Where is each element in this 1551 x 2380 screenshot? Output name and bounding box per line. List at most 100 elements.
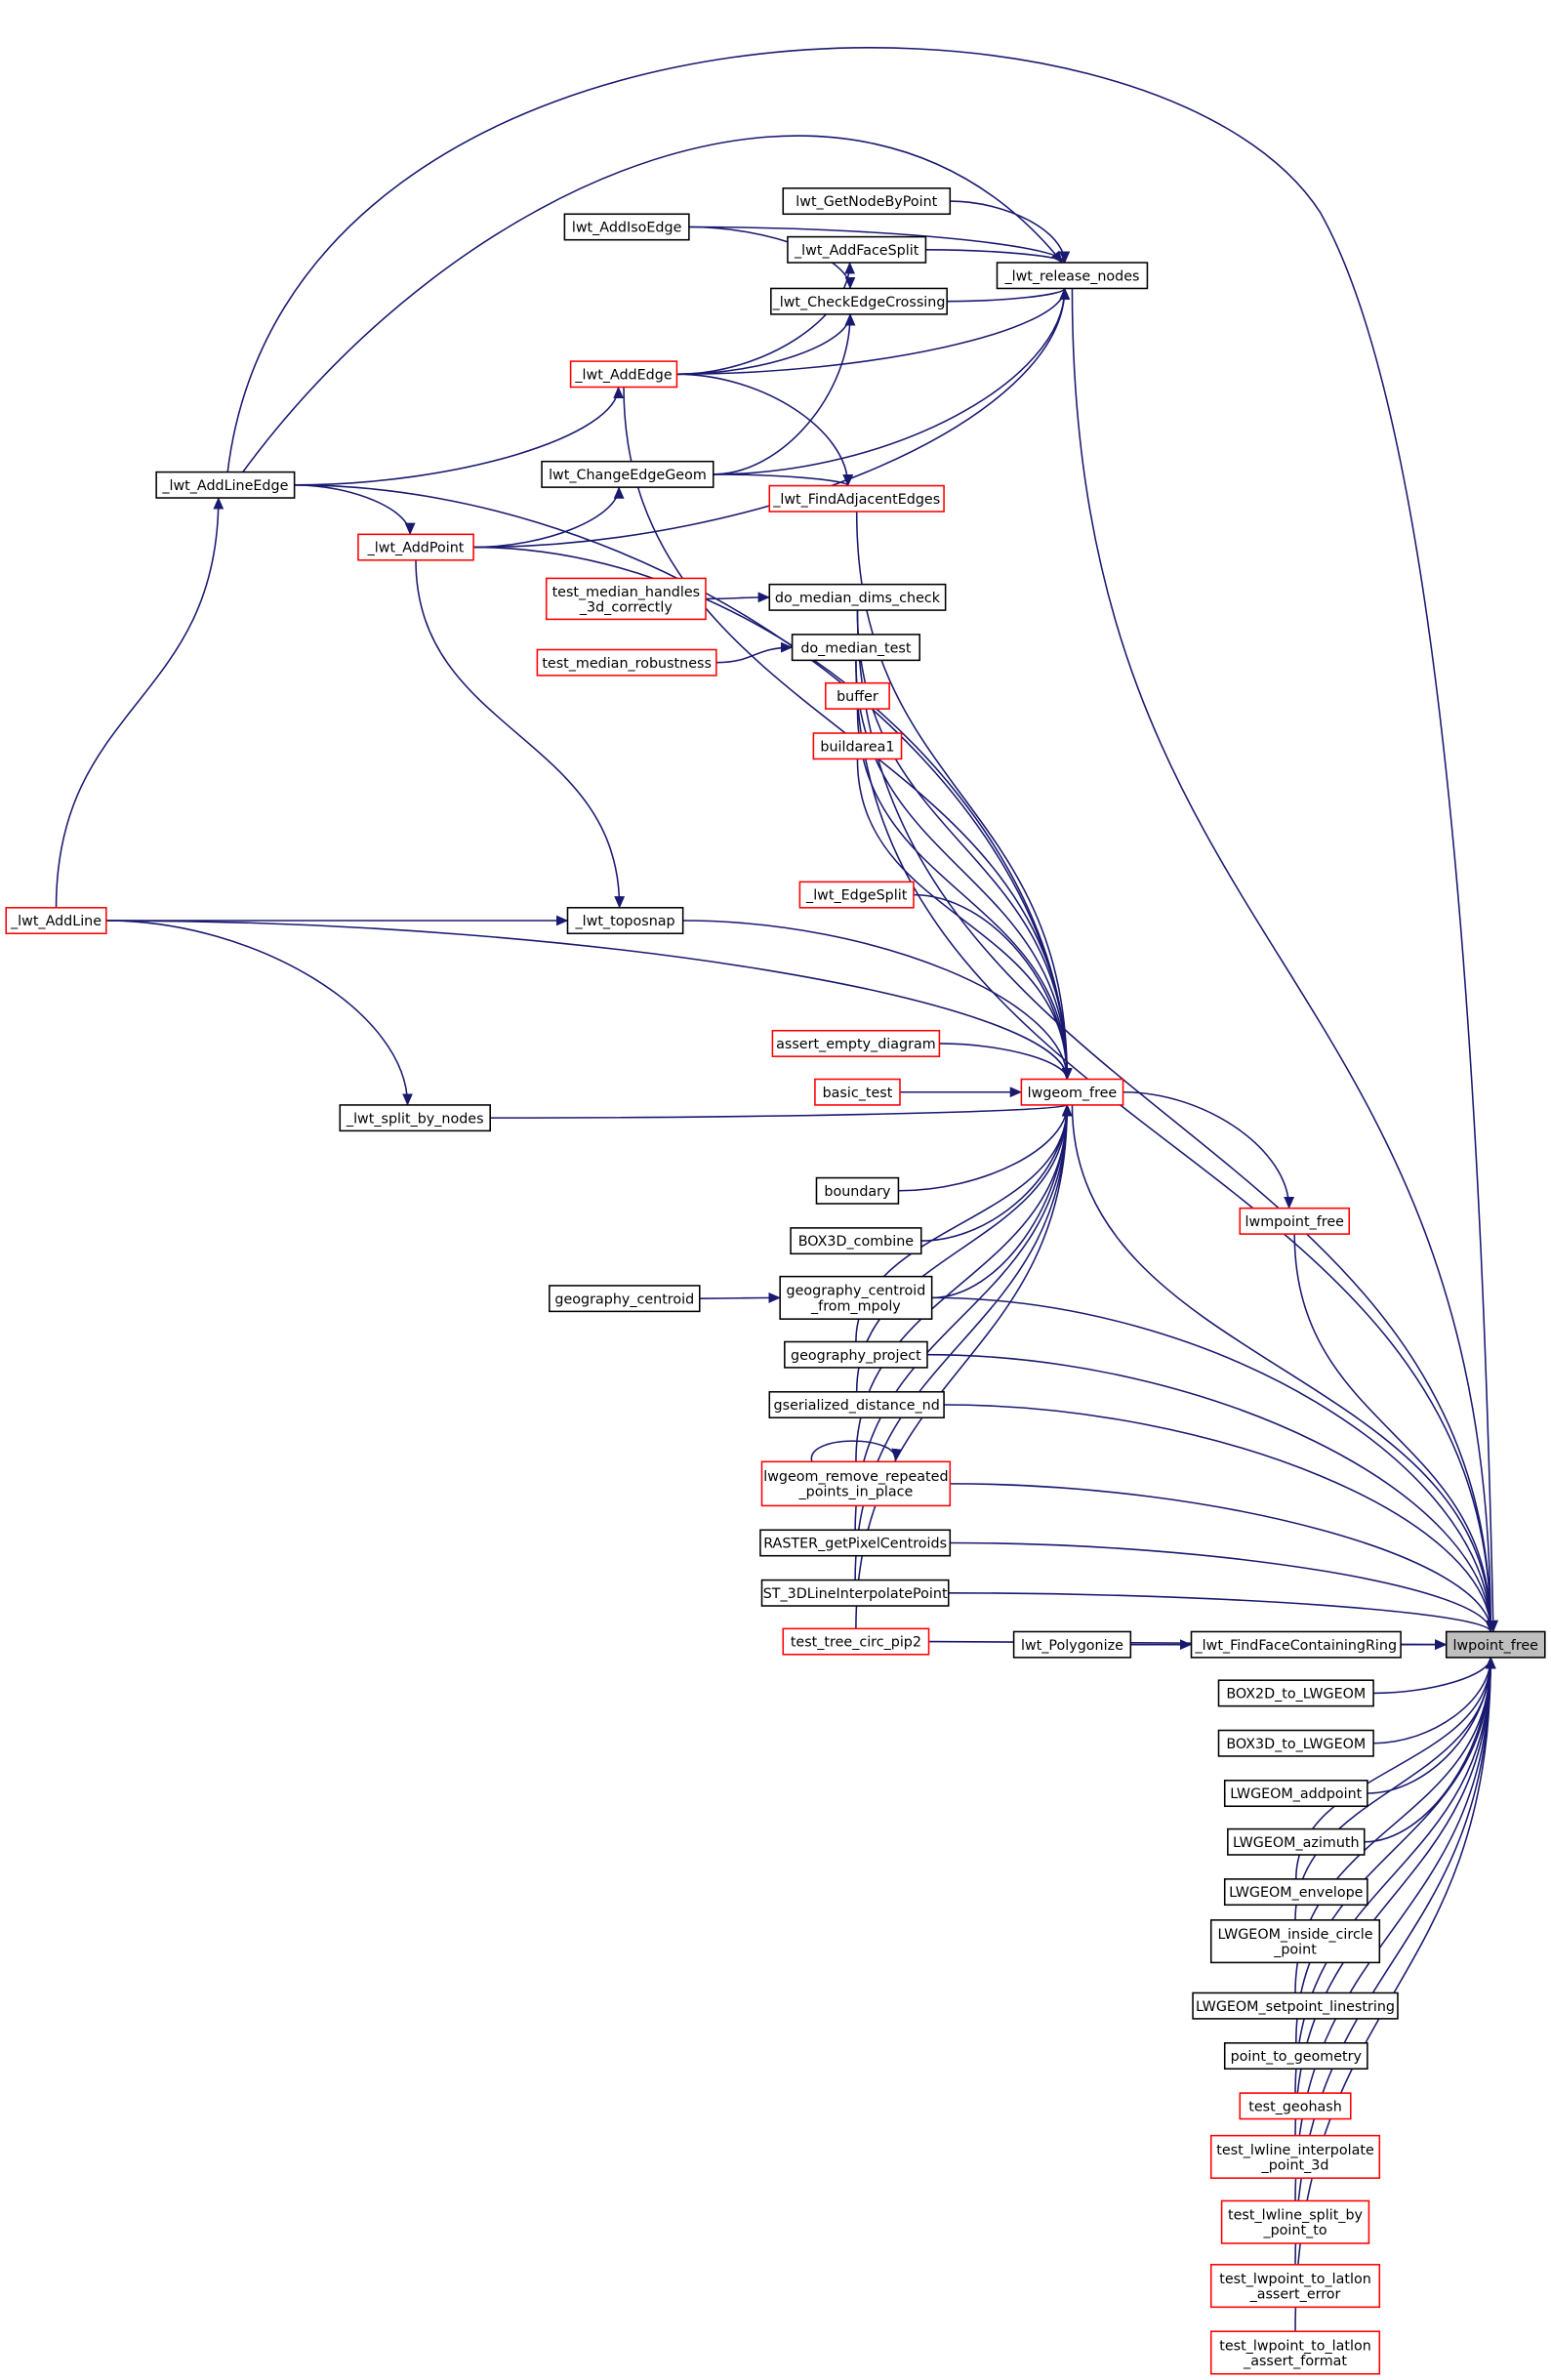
- node-boundary[interactable]: boundary: [815, 1176, 900, 1205]
- node-box3d-to-lwgeom[interactable]: BOX3D_to_LWGEOM: [1217, 1729, 1374, 1757]
- node-do-median-test[interactable]: do_median_test: [791, 634, 920, 662]
- edge-buffer-to-lwgeom-free: [856, 709, 1073, 1081]
- node-label: LWGEOM_inside_circle: [1217, 1927, 1372, 1943]
- node-lwt-polygonize[interactable]: lwt_Polygonize: [1012, 1630, 1132, 1659]
- node-label: _point_to: [1262, 2223, 1327, 2238]
- node-box: [1217, 1729, 1374, 1757]
- node-lwgeom-addpoint[interactable]: LWGEOM_addpoint: [1223, 1780, 1368, 1808]
- node-test-lwpoint-to-latlon-assert-format[interactable]: test_lwpoint_to_latlon_assert_format: [1209, 2330, 1381, 2375]
- edge-lwgeom-free-to-lwpoint-free: [1071, 1104, 1496, 1633]
- node-lwt-release-nodes[interactable]: _lwt_release_nodes: [996, 262, 1149, 290]
- node-label: lwt_AddIsoEdge: [572, 221, 682, 236]
- node-lwpoint-free[interactable]: lwpoint_free: [1445, 1630, 1546, 1659]
- edge-lwt-addline-to-lwt-split-by-nodes: [105, 920, 413, 1106]
- node-st-3dlineinterpolatepoint[interactable]: ST_3DLineInterpolatePoint: [760, 1579, 950, 1607]
- node-lwgeom-setpoint-linestring[interactable]: LWGEOM_setpoint_linestring: [1192, 1991, 1399, 2020]
- node-lwgeom-azimuth[interactable]: LWGEOM_azimuth: [1227, 1827, 1366, 1856]
- node-test-geohash[interactable]: test_geohash: [1239, 2092, 1352, 2120]
- node-box: [787, 235, 927, 264]
- edge-do-median-dims-check-to-lwpoint-free: [856, 610, 1496, 1633]
- node-buffer[interactable]: buffer: [825, 681, 890, 710]
- node-basic-test[interactable]: basic_test: [814, 1078, 901, 1106]
- node-lwgeom-free[interactable]: lwgeom_free: [1020, 1078, 1124, 1106]
- node-box: [791, 634, 920, 662]
- node-test-lwline-interpolate-point-3d[interactable]: test_lwline_interpolate_point_3d: [1209, 2134, 1381, 2179]
- node-label: lwmpoint_free: [1245, 1214, 1345, 1230]
- node-test-median-robustness[interactable]: test_median_robustness: [536, 648, 717, 677]
- node-lwt-addedge[interactable]: _lwt_AddEdge: [569, 360, 678, 389]
- edge-lwt-addedge-to-lwt-checkedgecrossing: [676, 313, 856, 376]
- node-assert-empty-diagram[interactable]: assert_empty_diagram: [771, 1029, 941, 1057]
- node-lwt-split-by-nodes[interactable]: _lwt_split_by_nodes: [339, 1104, 491, 1132]
- node-test-tree-circ-pip2[interactable]: test_tree_circ_pip2: [782, 1627, 930, 1656]
- node-lwt-addline[interactable]: _lwt_AddLine: [5, 907, 107, 935]
- node-label: _lwt_release_nodes: [1003, 268, 1139, 284]
- node-box: [798, 881, 915, 909]
- node-test-lwline-split-by-point-to[interactable]: test_lwline_split_by_point_to: [1220, 2199, 1370, 2244]
- node-label: _lwt_FindFaceContainingRing: [1195, 1638, 1398, 1654]
- node-box: [1209, 1919, 1381, 1964]
- node-label: geography_centroid: [554, 1292, 694, 1307]
- node-lwt-getnodebypoint[interactable]: lwt_GetNodeByPoint: [782, 187, 952, 216]
- node-box: [768, 1391, 945, 1418]
- node-lwt-toposnap[interactable]: _lwt_toposnap: [566, 907, 684, 935]
- edge-box2d-to-lwgeom-to-lwpoint-free: [1373, 1657, 1496, 1695]
- node-label: BOX2D_to_LWGEOM: [1226, 1687, 1366, 1703]
- node-raster-getpixelcentroids[interactable]: RASTER_getPixelCentroids: [759, 1529, 952, 1557]
- node-label: _point: [1273, 1943, 1317, 1958]
- edge-lwmpoint-free-to-lwpoint-free: [1293, 1234, 1496, 1633]
- node-lwt-addlineedge[interactable]: _lwt_AddLineEdge: [155, 471, 296, 499]
- node-geography-project[interactable]: geography_project: [784, 1340, 928, 1369]
- node-test-median-handles-3d-correctly[interactable]: test_median_handles_3d_correctly: [545, 577, 707, 621]
- node-lwgeom-envelope[interactable]: LWGEOM_envelope: [1223, 1878, 1368, 1907]
- node-lwgeom-inside-circle-point[interactable]: LWGEOM_inside_circle_point: [1209, 1919, 1381, 1964]
- node-test-lwpoint-to-latlon-assert-error[interactable]: test_lwpoint_to_latlon_assert_error: [1209, 2264, 1381, 2309]
- edge-lwt-addpoint-to-lwt-changeedgegeom: [473, 486, 625, 549]
- node-label: _lwt_toposnap: [575, 914, 675, 929]
- node-label: RASTER_getPixelCentroids: [763, 1537, 947, 1552]
- node-gserialized-distance-nd[interactable]: gserialized_distance_nd: [768, 1391, 945, 1418]
- node-geography-centroid[interactable]: geography_centroid: [549, 1285, 701, 1313]
- node-point-to-geometry[interactable]: point_to_geometry: [1223, 2042, 1368, 2071]
- node-box2d-to-lwgeom[interactable]: BOX2D_to_LWGEOM: [1217, 1679, 1374, 1707]
- node-buildarea1[interactable]: buildarea1: [812, 732, 903, 760]
- node-box: [1190, 1630, 1402, 1659]
- node-label: lwt_ChangeEdgeGeom: [549, 468, 707, 483]
- node-label: buffer: [837, 689, 878, 705]
- edge-lwt-addpoint-to-lwt-release-nodes: [473, 287, 1071, 549]
- edge-lwt-changeedgegeom-to-lwt-release-nodes: [713, 287, 1071, 475]
- node-label: geography_project: [791, 1348, 921, 1364]
- node-label: LWGEOM_envelope: [1229, 1885, 1364, 1901]
- node-box: [339, 1104, 491, 1132]
- node-lwt-checkedgecrossing[interactable]: _lwt_CheckEdgeCrossing: [770, 287, 948, 315]
- node-lwt-findfacecontainingring[interactable]: _lwt_FindFaceContainingRing: [1190, 1630, 1402, 1659]
- node-box3d-combine[interactable]: BOX3D_combine: [790, 1227, 922, 1255]
- nodes-layer: lwt_GetNodeByPoint lwt_AddIsoEdge _lwt_Add…: [5, 187, 1546, 2375]
- node-lwmpoint-free[interactable]: lwmpoint_free: [1239, 1207, 1350, 1235]
- node-do-median-dims-check[interactable]: do_median_dims_check: [768, 583, 947, 611]
- node-lwt-edgesplit[interactable]: _lwt_EdgeSplit: [798, 881, 915, 909]
- edge-lwt-edgesplit-to-lwgeom-free: [913, 893, 1073, 1081]
- node-lwt-changeedgegeom[interactable]: lwt_ChangeEdgeGeom: [541, 460, 714, 488]
- edge-lwgeom-inside-circle-point-to-lwpoint-free: [1294, 1657, 1496, 1920]
- node-label: _lwt_AddFaceSplit: [794, 243, 919, 259]
- node-lwgeom-remove-repeated-points-in-place[interactable]: lwgeom_remove_repeated_points_in_place: [760, 1460, 952, 1507]
- edge-lwgeom-free-to-lwmpoint-free: [1122, 1090, 1295, 1210]
- node-box: [1209, 2134, 1381, 2179]
- node-label: _assert_format: [1243, 2354, 1347, 2369]
- node-box: [782, 187, 952, 216]
- edge-do-median-dims-check-to-lwgeom-free: [856, 610, 1073, 1081]
- node-box: [569, 360, 678, 389]
- node-box: [155, 471, 296, 499]
- node-box: [1223, 1780, 1368, 1808]
- node-lwt-findadjacentedges[interactable]: _lwt_FindAdjacentEdges: [768, 484, 945, 513]
- node-geography-centroid-from-mpoly[interactable]: geography_centroid_from_mpoly: [779, 1275, 933, 1320]
- edge-lwt-addedge-to-lwt-findadjacentedges: [676, 373, 854, 487]
- node-lwt-addfacesplit[interactable]: _lwt_AddFaceSplit: [787, 235, 927, 264]
- edge-lwt-addlineedge-to-lwt-addpoint: [294, 484, 416, 536]
- edge-lwt-addline-to-lwt-addlineedge: [55, 497, 224, 908]
- node-lwt-addisoedge[interactable]: lwt_AddIsoEdge: [563, 213, 690, 241]
- node-box: [768, 583, 947, 611]
- edge-lwt-release-nodes-to-lwpoint-free: [1071, 288, 1496, 1633]
- node-lwt-addpoint[interactable]: _lwt_AddPoint: [357, 533, 474, 561]
